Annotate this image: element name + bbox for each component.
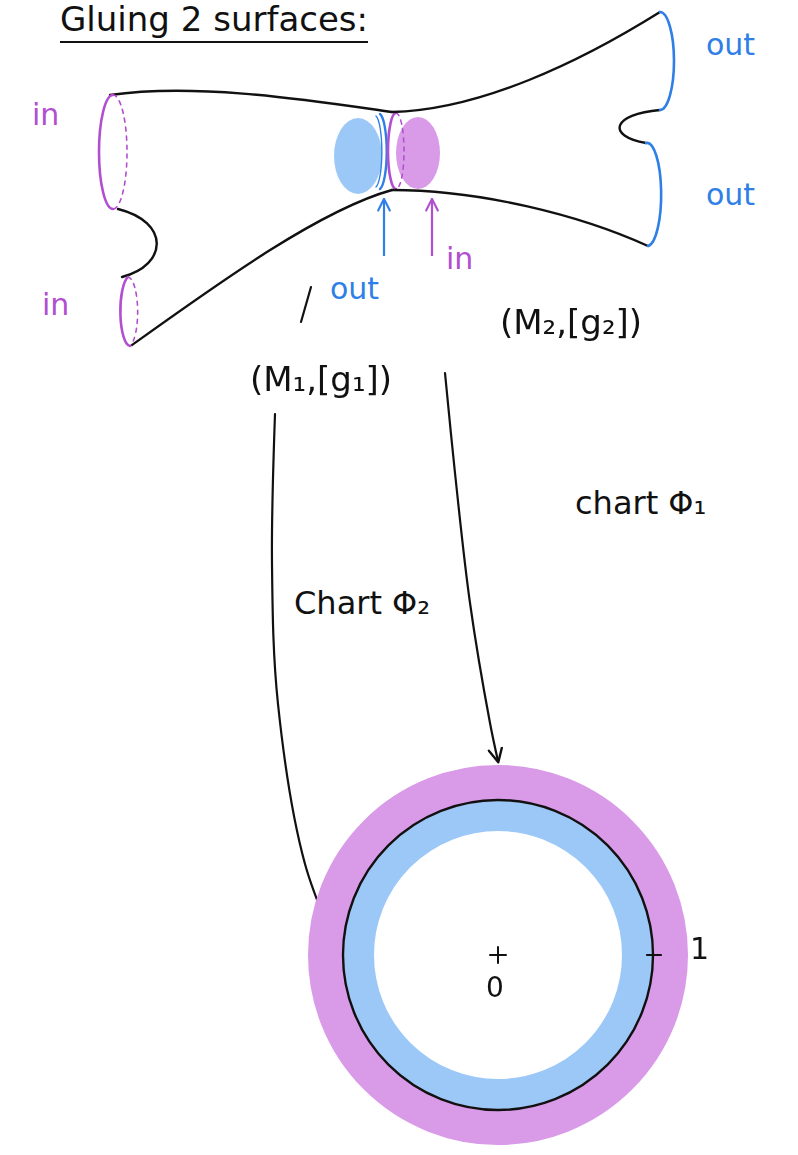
in-highlight xyxy=(396,117,440,189)
surface-node: (M₂,[g₂]) xyxy=(380,5,710,369)
surface-name: (M₁,[g₁]) xyxy=(250,360,392,399)
inner-collar xyxy=(359,816,637,1094)
label-slot: out xyxy=(706,178,755,213)
in-boundary-back xyxy=(396,113,404,189)
node-text-slot: (M₁,[g₁]) xyxy=(250,360,392,399)
out-pointer xyxy=(383,200,385,256)
boundary-label: out xyxy=(706,28,755,63)
shape-group xyxy=(388,12,674,246)
chart-label: Chart Φ₂ xyxy=(294,585,430,622)
out-boundary xyxy=(660,12,674,110)
out-boundary xyxy=(380,114,387,189)
out-boundary xyxy=(376,116,382,187)
in-pointer xyxy=(431,200,433,256)
title-slot: Gluing 2 surfaces: xyxy=(60,0,368,43)
unit-circle xyxy=(343,800,653,1110)
surface-outline xyxy=(118,209,157,277)
label-slot: out xyxy=(330,272,379,307)
in-boundary xyxy=(120,277,130,346)
title: Gluing 2 surfaces: xyxy=(60,0,368,43)
label-slot: out xyxy=(706,28,755,63)
edge-label-slot: chart Φ₁ xyxy=(575,485,706,522)
axis-number: 0 xyxy=(486,972,504,1004)
chart-arrow xyxy=(445,373,498,761)
out-boundary xyxy=(646,143,661,246)
boundary-label: out xyxy=(330,272,379,307)
surface-outline xyxy=(620,110,660,143)
surface-outline xyxy=(132,190,392,345)
node-text-slot: (M₂,[g₂]) xyxy=(500,303,642,342)
surface-outline xyxy=(392,190,648,246)
in-boundary xyxy=(388,113,396,189)
shape-group xyxy=(326,783,670,1127)
node-text-slot: 1 xyxy=(690,932,709,967)
node-text-slot: 0 xyxy=(486,972,504,1004)
surface-name: (M₂,[g₂]) xyxy=(500,303,642,342)
tick-mark xyxy=(647,954,661,956)
edge-label-slot: Chart Φ₂ xyxy=(294,585,430,622)
boundary-label: in xyxy=(42,288,69,323)
in-boundary-back xyxy=(128,277,138,346)
boundary-label: in xyxy=(32,98,59,133)
surface-outline xyxy=(110,91,392,112)
shape-group xyxy=(99,91,392,346)
label-slot: in xyxy=(42,288,69,323)
pointer-stroke xyxy=(301,287,311,322)
axis-number: 1 xyxy=(690,932,709,967)
label-slot: in xyxy=(32,98,59,133)
in-boundary xyxy=(99,95,113,209)
chart-disk: 01 xyxy=(300,760,730,1150)
outer-collar xyxy=(326,783,670,1127)
origin-mark xyxy=(497,947,499,963)
surface-outline xyxy=(392,12,660,112)
boundary-label: in xyxy=(446,242,473,277)
out-highlight xyxy=(334,118,382,194)
node-outline xyxy=(300,760,730,1150)
chart-label: chart Φ₁ xyxy=(575,485,706,522)
in-boundary-back xyxy=(113,95,127,209)
label-slot: in xyxy=(446,242,473,277)
boundary-label: out xyxy=(706,178,755,213)
